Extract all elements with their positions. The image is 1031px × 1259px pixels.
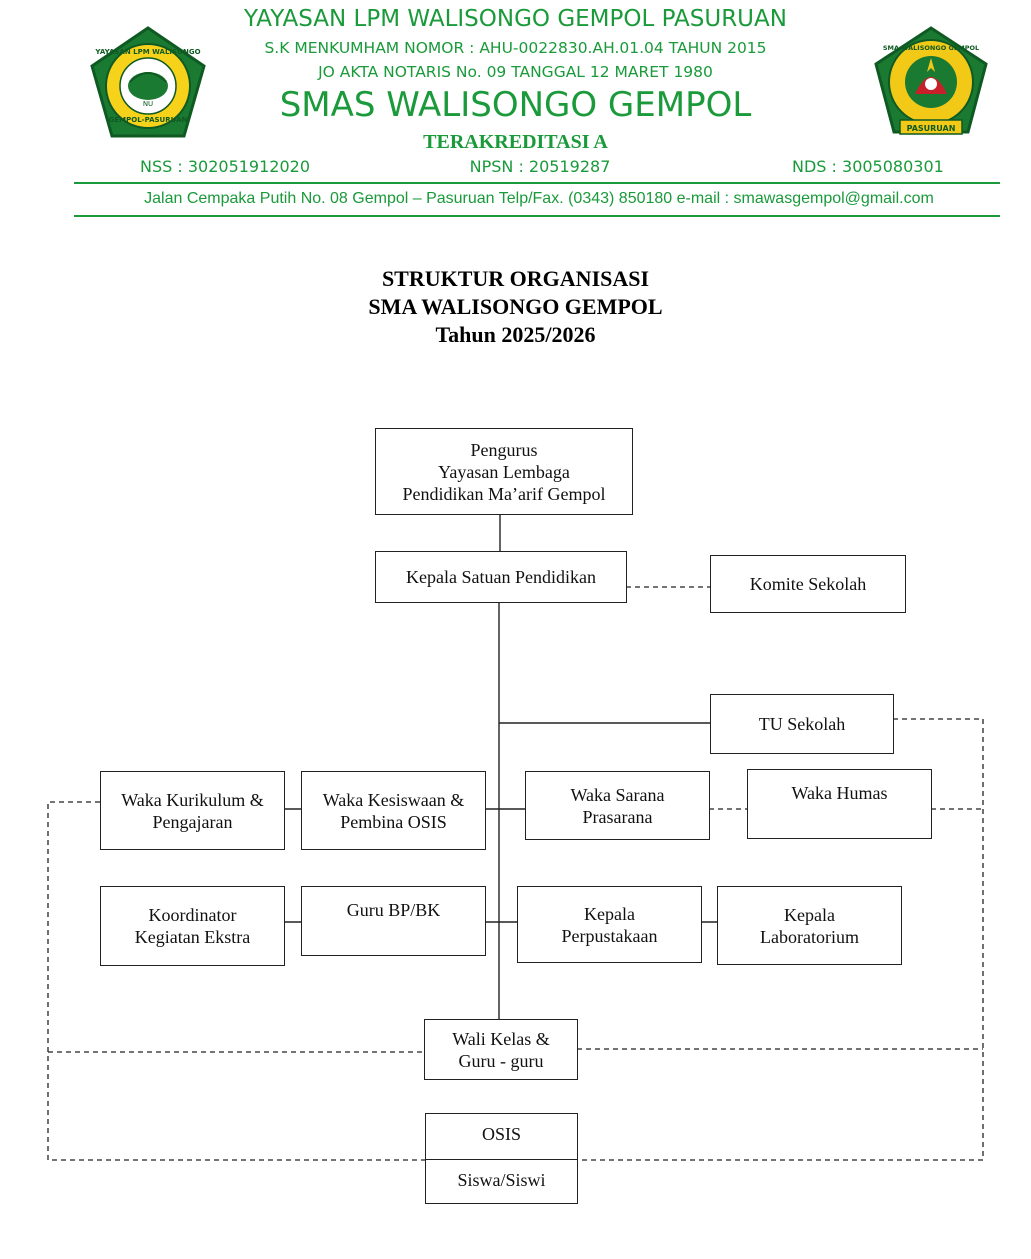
box-waka-kesiswaan: Waka Kesiswaan &Pembina OSIS [301,771,486,850]
nds: NDS : 3005080301 [792,157,944,176]
accreditation: TERAKREDITASI A [423,131,608,153]
box-waka-kurikulum: Waka Kurikulum &Pengajaran [100,771,285,850]
box-tu-sekolah: TU Sekolah [710,694,894,754]
doc-title-line1: STRUKTUR ORGANISASI [381,266,650,291]
school-name: SMAS WALISONGO GEMPOL [279,85,752,125]
siswa-label: Siswa/Siswi [457,1169,546,1190]
akta-notaris: JO AKTA NOTARIS No. 09 TANGGAL 12 MARET … [318,63,713,81]
box-waka-humas: Waka Humas [747,769,932,839]
dash-right-loop [577,718,984,1161]
svg-text:GEMPOL-PASURUAN: GEMPOL-PASURUAN [109,116,188,124]
svg-text:SMA WALISONGO GEMPOL: SMA WALISONGO GEMPOL [883,44,979,52]
box-guru-bp-bk: Guru BP/BK [301,886,486,956]
box-wali-kelas: Wali Kelas &Guru - guru [424,1019,578,1080]
dash-left-loop [47,801,425,1161]
doc-title-line3: Tahun 2025/2026 [435,322,596,347]
sk-number: S.K MENKUMHAM NOMOR : AHU-0022830.AH.01.… [264,39,767,57]
foundation-name: YAYASAN LPM WALISONGO GEMPOL PASURUAN [244,6,787,32]
header-rule-bottom [74,215,1000,217]
svg-text:NU: NU [143,100,153,108]
svg-text:PASURUAN: PASURUAN [907,124,956,133]
smas-walisongo-logo-icon: PASURUAN SMA WALISONGO GEMPOL [870,24,992,142]
box-osis-siswa: OSIS Siswa/Siswi [425,1113,578,1204]
npsn: NPSN : 20519287 [469,157,611,176]
header-rule-top [74,182,1000,184]
box-komite-sekolah: Komite Sekolah [710,555,906,613]
doc-title-line2: SMA WALISONGO GEMPOL [368,294,663,319]
lpm-walisongo-logo-icon: YAYASAN LPM WALISONGO GEMPOL-PASURUAN NU [86,24,210,144]
svg-text:YAYASAN LPM WALISONGO: YAYASAN LPM WALISONGO [94,48,200,56]
nss: NSS : 302051912020 [140,157,310,176]
osis-label: OSIS [426,1114,577,1160]
school-address: Jalan Cempaka Putih No. 08 Gempol – Pasu… [144,190,934,207]
box-kepala-satuan-pendidikan: Kepala Satuan Pendidikan [375,551,627,603]
